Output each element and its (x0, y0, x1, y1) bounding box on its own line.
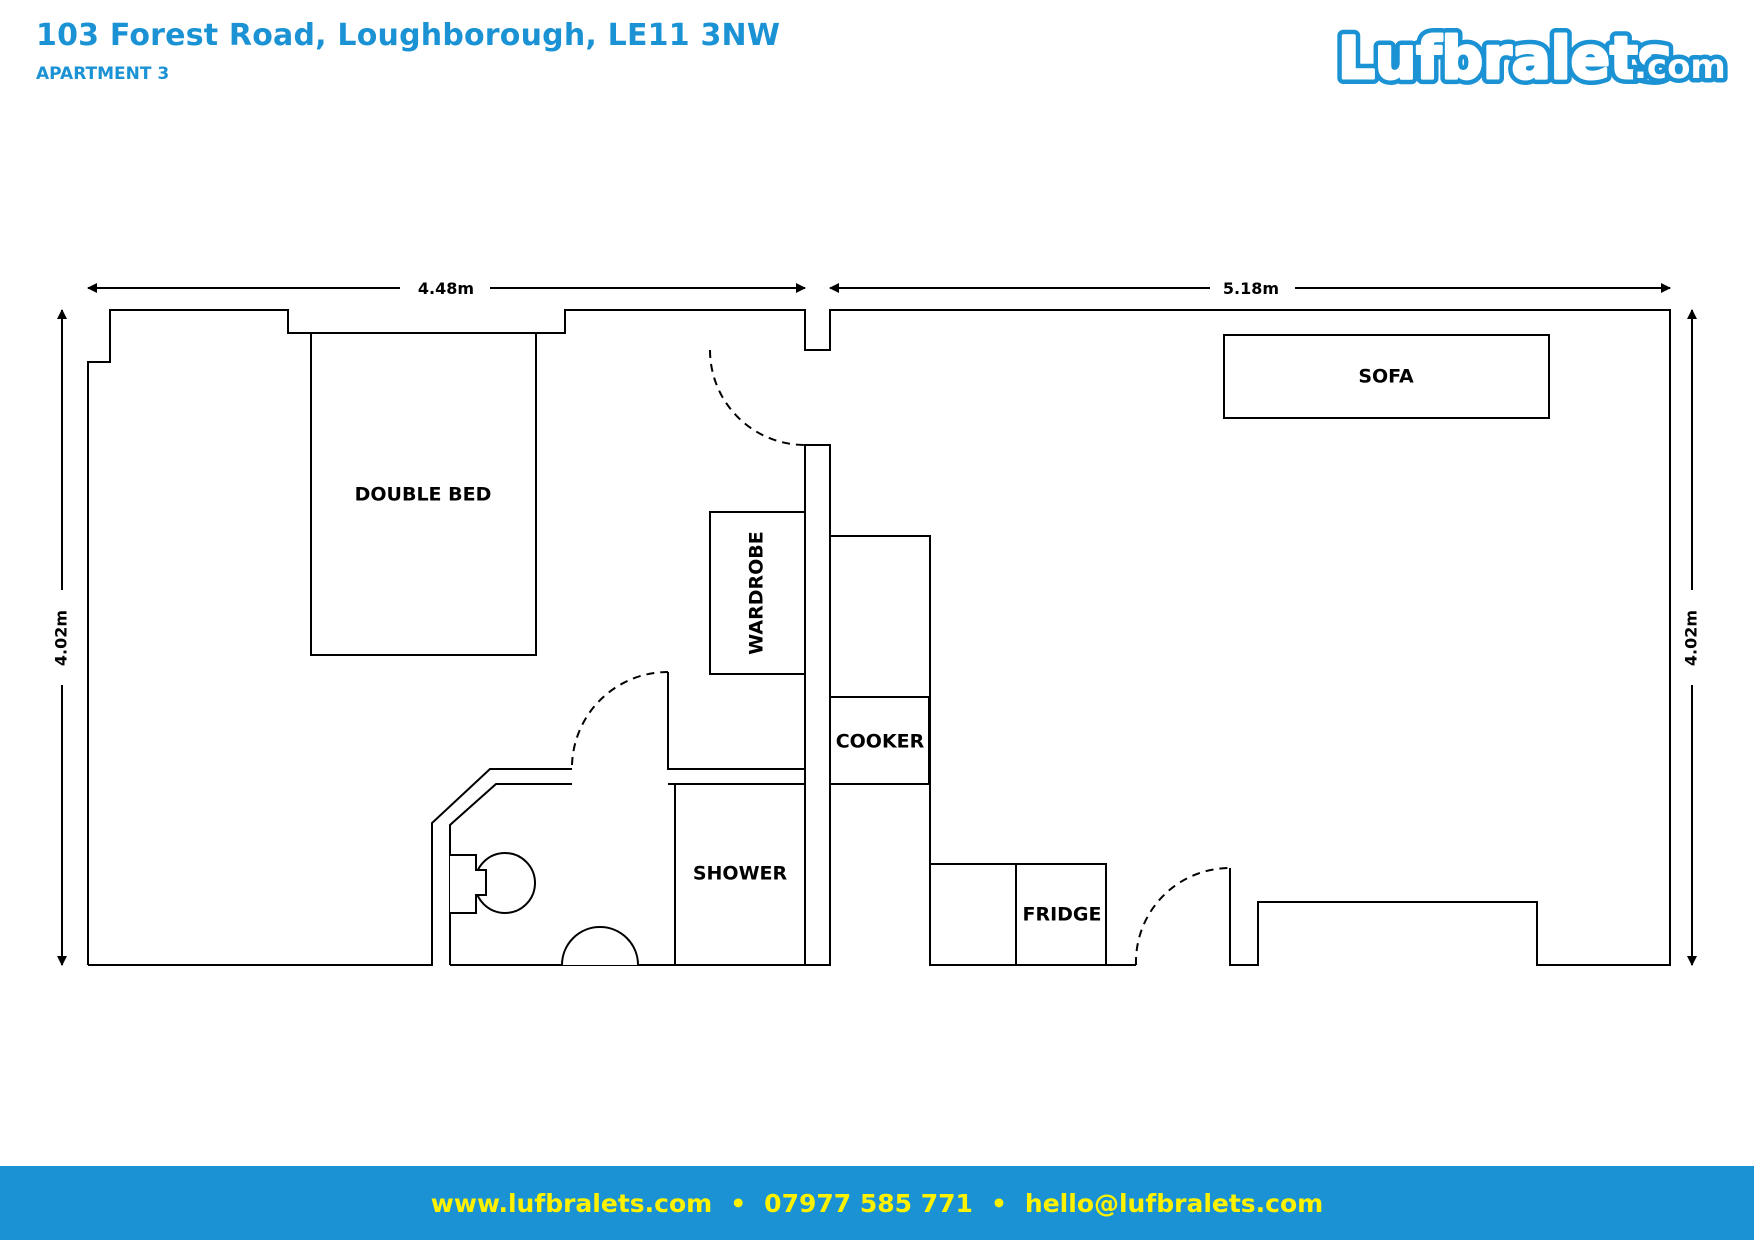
email-link[interactable]: hello@lufbralets.com (1024, 1188, 1324, 1218)
shower-label: SHOWER (693, 863, 788, 885)
right-height-label: 4.02m (1682, 610, 1701, 666)
logo-fill: Lufbralets (1338, 24, 1672, 92)
lufbralets-logo[interactable]: Lufbralets Lufbralets .com .com (1330, 18, 1730, 98)
logo-outline: Lufbralets (1338, 24, 1672, 92)
entrance-door-swing (709, 349, 806, 446)
page-title: 103 Forest Road, Loughborough, LE11 3NW (36, 18, 781, 53)
page-subtitle: APARTMENT 3 (36, 64, 170, 84)
wardrobe-label: WARDROBE (746, 531, 768, 654)
logo-suffix-outline: .com (1634, 47, 1726, 87)
living-door-swing (1134, 867, 1231, 966)
basin (561, 926, 639, 966)
fridge (1015, 863, 1107, 966)
left-height-label: 4.02m (52, 610, 71, 666)
footer-separator: • (730, 1188, 747, 1218)
double-bed-label: DOUBLE BED (355, 484, 492, 506)
cooker-label: COOKER (836, 731, 925, 753)
bathroom-door-swing (571, 671, 669, 766)
cooker (829, 696, 930, 785)
toilet-cistern (450, 854, 487, 914)
logo-suffix: .com (1634, 47, 1726, 87)
fridge-label: FRIDGE (1022, 904, 1101, 926)
website-link[interactable]: www.lufbralets.com (430, 1188, 713, 1218)
sofa-label: SOFA (1358, 366, 1414, 388)
right-width-label: 5.18m (1223, 279, 1279, 298)
contact-footer: www.lufbralets.com • 07977 585 771 • hel… (0, 1166, 1754, 1240)
footer-separator: • (990, 1188, 1007, 1218)
double-bed (310, 332, 537, 656)
sofa (1223, 334, 1550, 419)
phone-link[interactable]: 07977 585 771 (764, 1188, 973, 1218)
wardrobe (709, 511, 806, 675)
left-width-label: 4.48m (418, 279, 474, 298)
shower (674, 783, 806, 966)
